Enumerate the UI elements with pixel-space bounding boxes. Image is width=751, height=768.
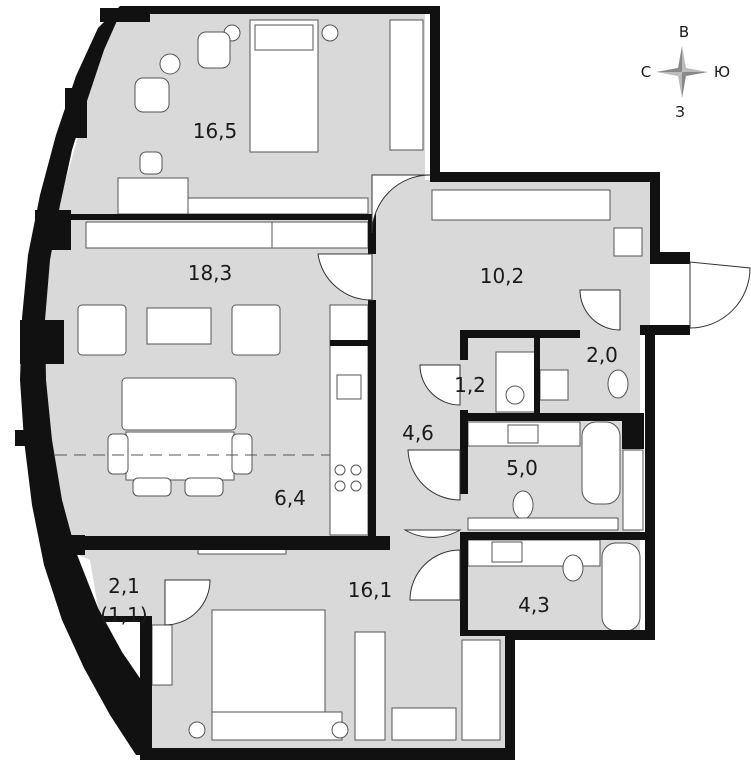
walls — [15, 6, 690, 760]
toilet-2 — [562, 554, 584, 582]
label-wc-small: 2,0 — [586, 343, 618, 367]
label-kitchen: 6,4 — [274, 486, 306, 510]
label-balcony-note: (1,1) — [100, 603, 147, 627]
sink-wc — [539, 369, 569, 401]
label-bathroom-2: 4,3 — [518, 593, 550, 617]
desk — [117, 177, 189, 215]
toilet-wc — [607, 369, 629, 399]
compass: В С Ю З — [641, 23, 730, 121]
label-bedroom-north: 16,5 — [193, 119, 238, 143]
wardrobe-north — [389, 19, 424, 151]
room-labels: 16,5 18,3 10,2 2,0 1,2 4,6 5,0 6,4 2,1 (… — [100, 119, 618, 627]
compass-arrow-north — [682, 46, 686, 72]
label-bathroom-1: 5,0 — [506, 456, 538, 480]
wardrobe-hall — [431, 189, 611, 221]
label-hall: 10,2 — [480, 264, 525, 288]
compass-label-bottom: З — [675, 103, 685, 121]
door-wc — [579, 289, 621, 331]
label-laundry: 1,2 — [454, 373, 486, 397]
furniture — [55, 19, 644, 741]
bed-south — [211, 609, 326, 721]
label-corridor: 4,6 — [402, 421, 434, 445]
door-bedroom-north — [371, 174, 431, 234]
label-living: 18,3 — [188, 261, 233, 285]
toilet-1 — [512, 490, 534, 520]
door-entrance — [689, 261, 751, 329]
dining-table — [125, 431, 235, 481]
door-kitchen — [403, 529, 462, 538]
label-balcony: 2,1 — [108, 574, 140, 598]
bathtub-2 — [601, 542, 641, 632]
compass-label-right: Ю — [714, 63, 730, 81]
kitchen-counter — [329, 344, 369, 536]
sofa — [121, 377, 237, 431]
coffee-table — [146, 307, 212, 345]
compass-label-left: С — [641, 63, 651, 81]
label-bedroom-south: 16,1 — [348, 578, 393, 602]
doors[interactable] — [164, 174, 751, 626]
compass-label-top: В — [679, 23, 689, 41]
door-bathroom-1 — [407, 449, 461, 501]
door-bathroom-2 — [409, 549, 461, 601]
wardrobe-south — [354, 631, 386, 741]
door-living — [317, 253, 373, 301]
bathtub-1 — [581, 421, 621, 505]
door-balcony — [164, 579, 211, 626]
door-laundry — [419, 364, 461, 406]
armchair-left — [77, 304, 127, 356]
armchair-right — [231, 304, 281, 356]
